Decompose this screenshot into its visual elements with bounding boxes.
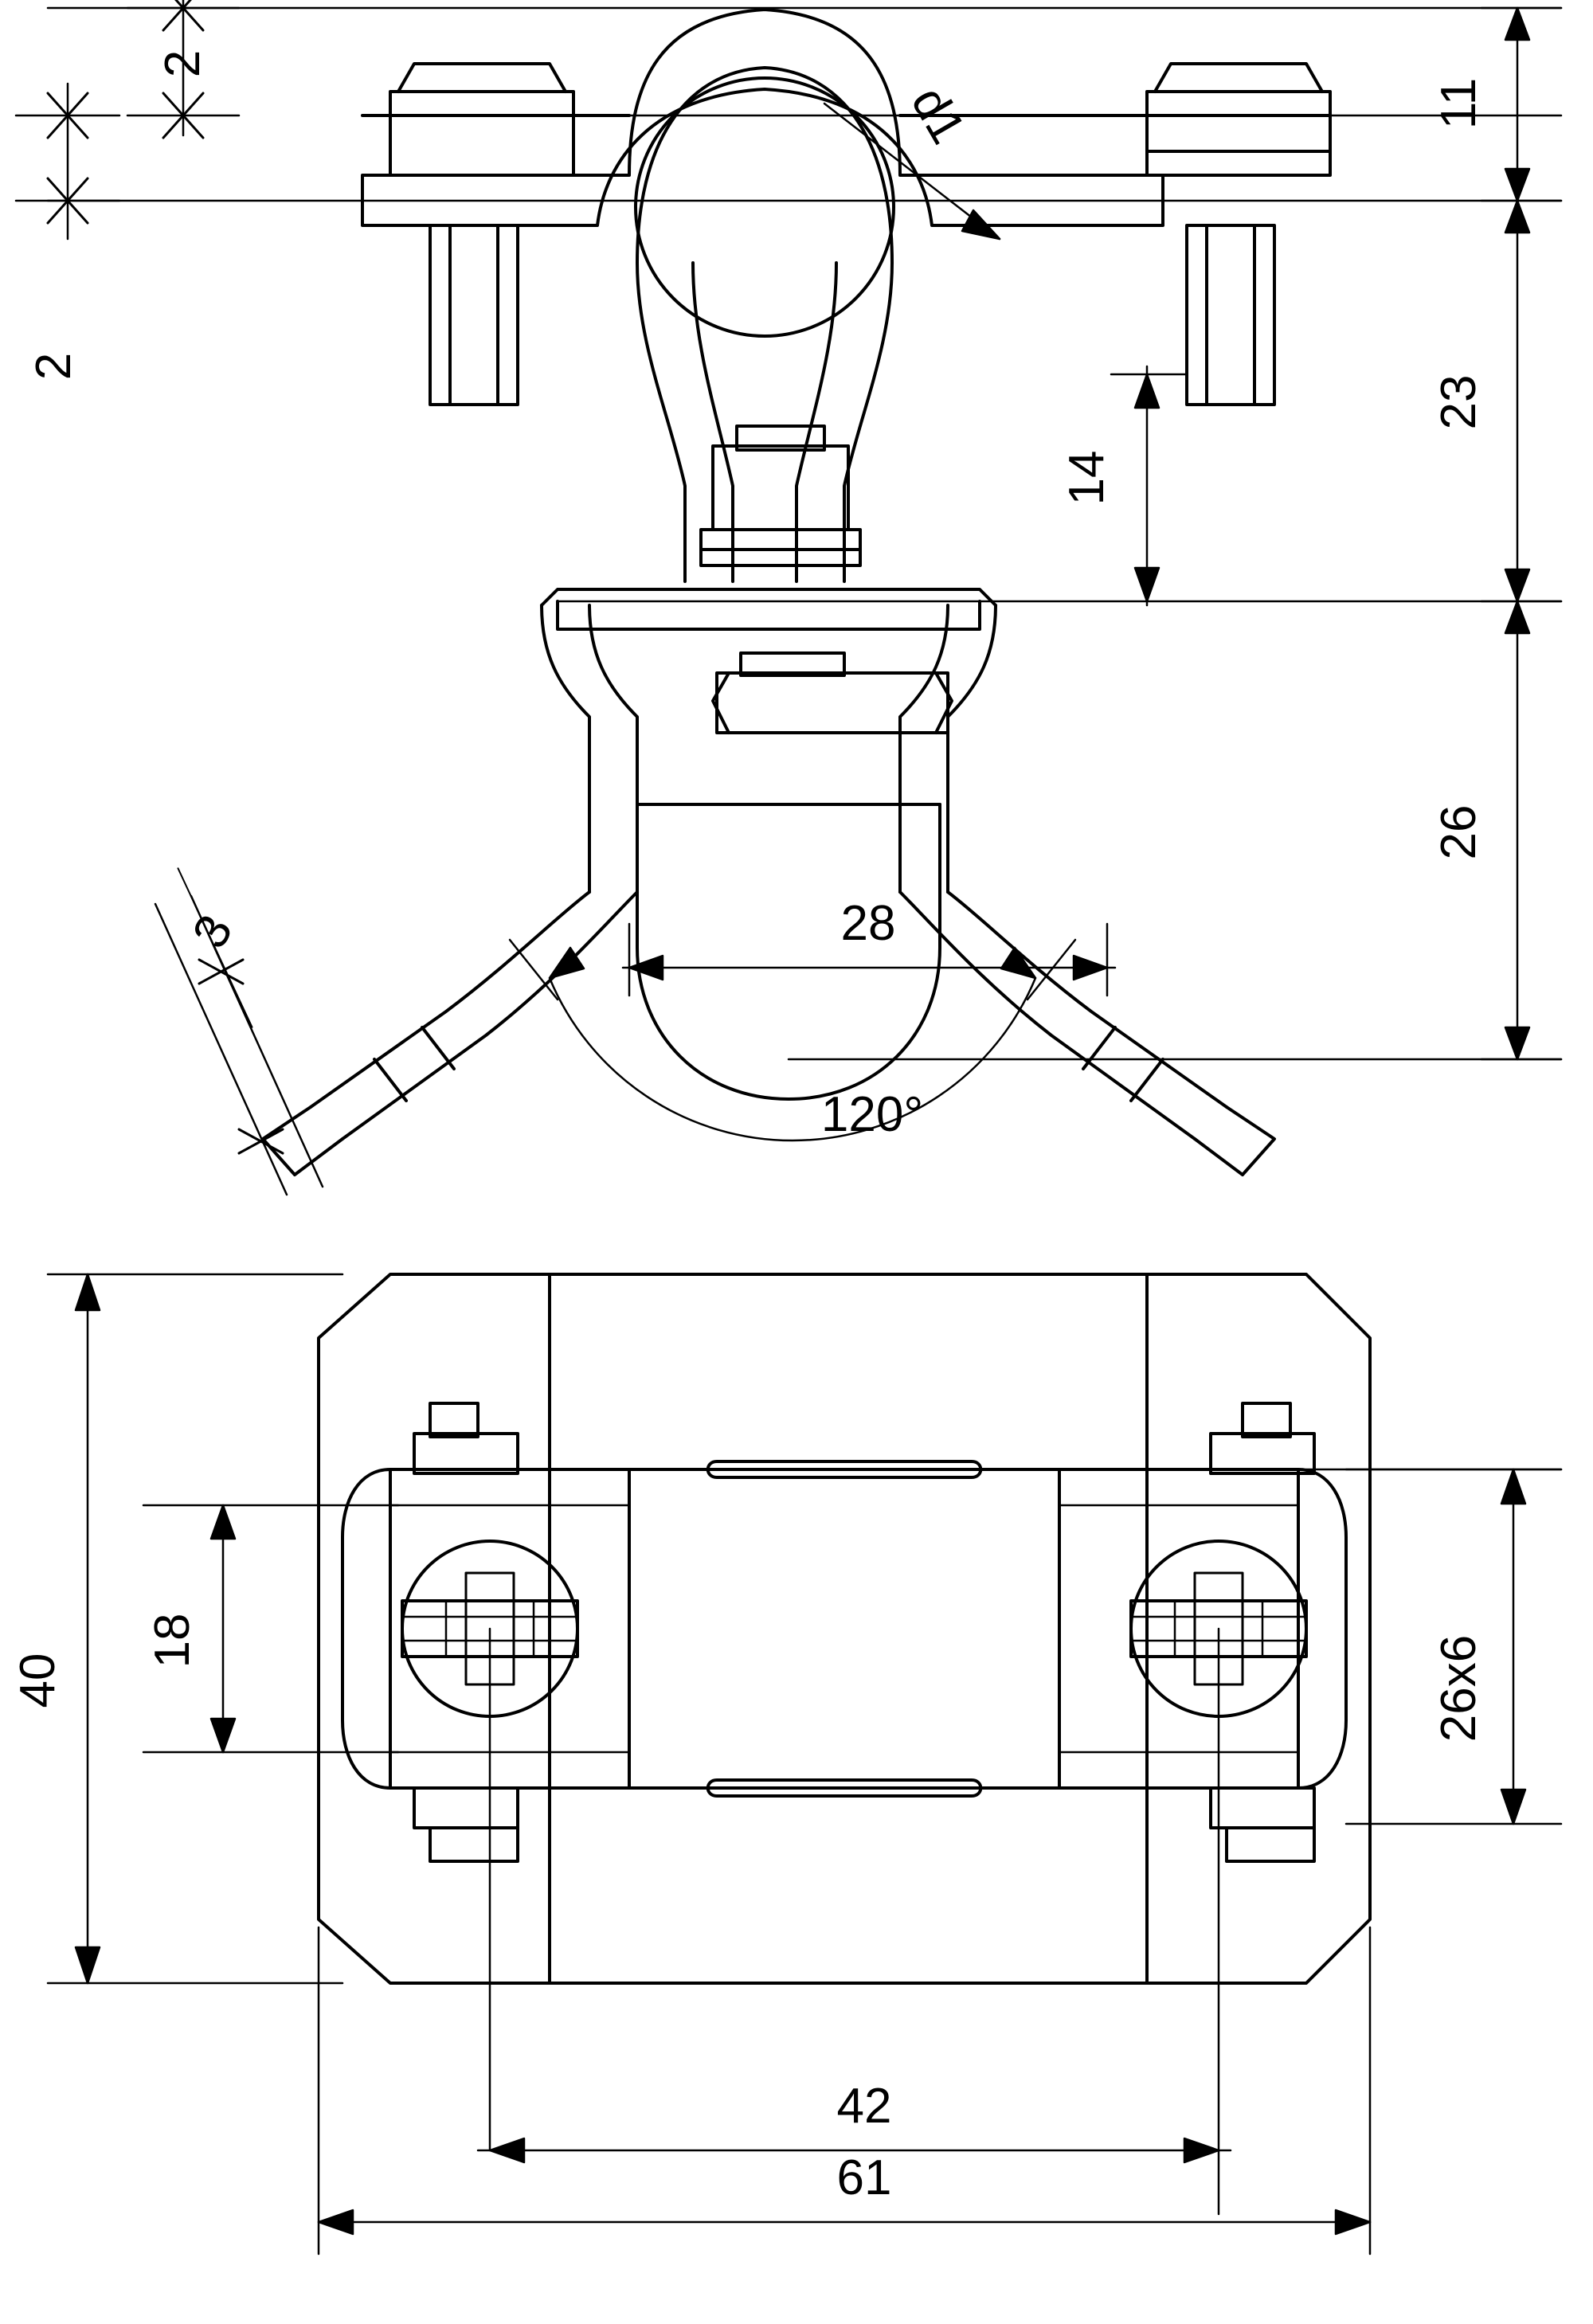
dim-label-28: 28 (841, 896, 896, 951)
dim-label-40: 40 (10, 1653, 65, 1708)
dim-label-3: 3 (182, 906, 244, 957)
top-view-dimension-lines (46, 1273, 1563, 2256)
dim-label-11: 11 (1431, 78, 1486, 129)
dimension-labels: 2 2 11 23 26 14 3 d1 28 120° 40 18 26x6 … (10, 50, 1486, 2205)
dim-label-26: 26 (1431, 805, 1486, 860)
dim-label-2-left: 2 (26, 353, 81, 380)
dim-label-26x6: 26x6 (1431, 1635, 1486, 1742)
dim-label-18: 18 (145, 1614, 200, 1669)
front-view-dimension-lines (14, 0, 1563, 1196)
top-view-geometry (317, 1273, 1372, 2216)
front-view-geometry (46, 6, 1563, 1176)
dim-label-120-deg: 120° (821, 1087, 923, 1142)
dim-label-42: 42 (837, 2079, 892, 2134)
dim-label-14: 14 (1059, 451, 1114, 506)
dim-label-2-top: 2 (155, 50, 210, 77)
dim-label-23: 23 (1431, 375, 1486, 430)
dim-label-61: 61 (837, 2150, 892, 2205)
dim-label-d1: d1 (901, 78, 976, 153)
